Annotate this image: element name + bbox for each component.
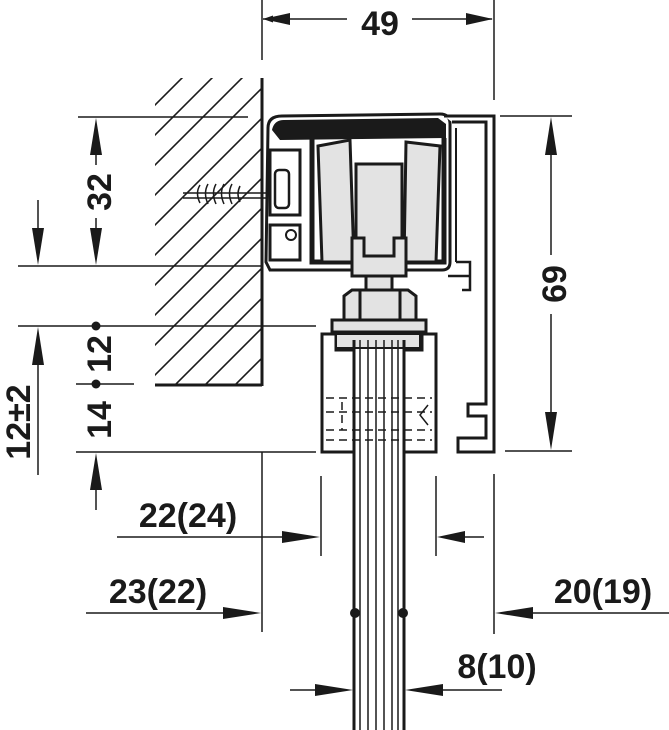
dimension-mount-height: 32: [18, 116, 262, 267]
glass-panel: [350, 340, 408, 730]
hatched-wall: [155, 78, 264, 387]
label-dim-14: 14: [81, 401, 119, 439]
dimension-clearance: 12 14 12±2: [0, 321, 316, 510]
dimension-left-offset-bottom: 23(22): [86, 573, 261, 619]
label-track-height: 69: [536, 265, 574, 303]
dimension-track-height: 69: [500, 115, 574, 452]
glass-clamp: [320, 318, 438, 454]
label-track-width: 49: [361, 5, 399, 43]
dimension-right-offset: 20(19): [435, 474, 669, 634]
roller-carriage: [316, 138, 442, 322]
dimension-track-width: 49: [261, 0, 495, 100]
label-left-offset-top: 22(24): [139, 497, 237, 535]
label-mount-height: 32: [81, 173, 119, 211]
label-glass-thickness: 8(10): [457, 648, 536, 686]
dimension-glass-thickness: 8(10): [290, 648, 537, 696]
label-left-offset-bottom: 23(22): [109, 573, 207, 611]
label-dim-12: 12: [81, 335, 119, 373]
label-right-offset: 20(19): [554, 573, 652, 611]
label-clearance: 12±2: [0, 384, 38, 459]
dimension-left-offset-top: 22(24): [117, 452, 322, 632]
end-cover-profile: [444, 114, 496, 454]
mounting-screw: [183, 183, 275, 205]
